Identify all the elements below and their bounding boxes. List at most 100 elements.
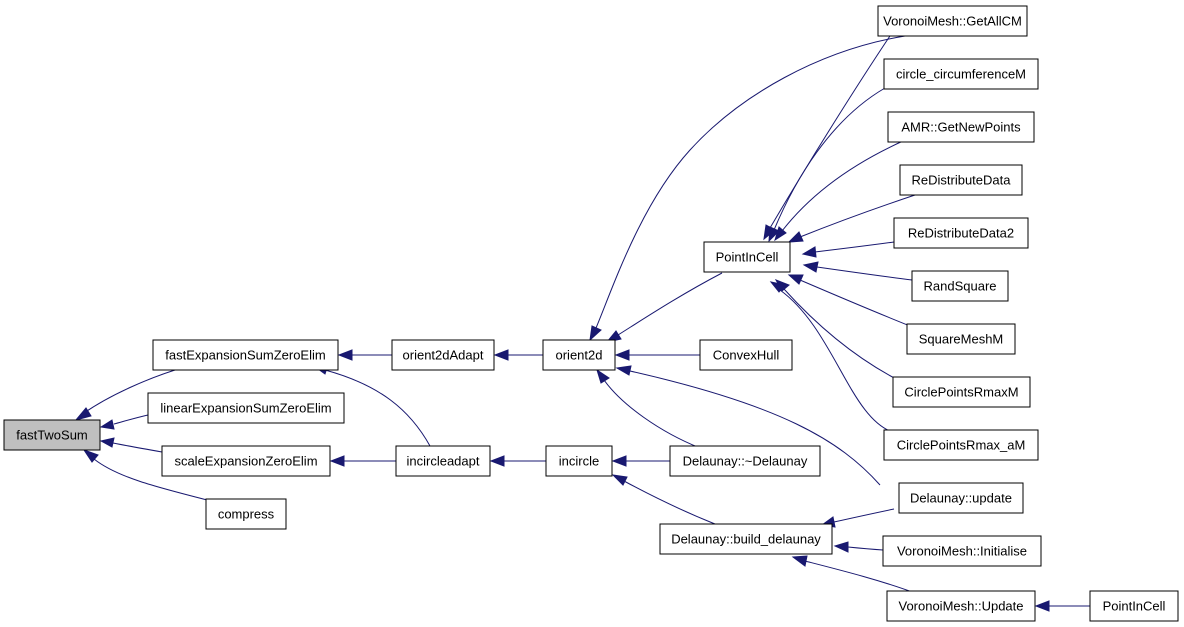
edge-VoronoiMesh_Initialise-to-Delaunay_build — [847, 546, 884, 551]
arrowhead — [489, 455, 505, 467]
node-fastTwoSum[interactable]: fastTwoSum — [3, 419, 101, 451]
node-ConvexHull[interactable]: ConvexHull — [699, 339, 793, 371]
node-compress[interactable]: compress — [205, 498, 287, 530]
arrowhead — [611, 474, 628, 486]
node-label: ReDistributeData2 — [908, 226, 1014, 241]
node-SquareMeshM[interactable]: SquareMeshM — [906, 323, 1016, 355]
node-orient2d[interactable]: orient2d — [542, 339, 616, 371]
node-CirclePointsRmax_aM[interactable]: CirclePointsRmax_aM — [883, 429, 1039, 461]
node-PointInCell-caller[interactable]: PointInCell — [1089, 590, 1179, 622]
node-AMR_GetNewPoints[interactable]: AMR::GetNewPoints — [887, 111, 1035, 143]
node-orient2dAdapt[interactable]: orient2dAdapt — [391, 339, 495, 371]
edge-Delaunay_dtor-to-orient2d — [603, 379, 701, 449]
arrowhead — [589, 325, 602, 342]
node-circle_circumferenceM[interactable]: circle_circumferenceM — [883, 58, 1039, 90]
call-graph-edges — [74, 20, 1090, 612]
edge-VoronoiMesh_Update-to-Delaunay_build — [804, 560, 916, 594]
edge-Delaunay_update-to-Delaunay_build — [833, 508, 895, 523]
edge-ReDistributeData2-to-PointInCell — [814, 241, 895, 253]
edge-ReDistributeData-to-PointInCell — [799, 194, 916, 238]
node-label: PointInCell — [716, 250, 779, 265]
arrowhead — [611, 455, 627, 467]
node-label: incircle — [559, 454, 599, 469]
edge-circle_circumferenceM-to-PointInCell — [773, 87, 886, 231]
node-label: ReDistributeData — [912, 173, 1012, 188]
arrowhead — [99, 419, 115, 430]
arrowhead — [596, 368, 610, 384]
node-label: Delaunay::build_delaunay — [671, 532, 821, 547]
node-Delaunay_dtor[interactable]: Delaunay::~Delaunay — [669, 445, 821, 477]
node-VoronoiMesh_Initialise[interactable]: VoronoiMesh::Initialise — [882, 535, 1042, 567]
edge-scaleExpansionZeroElim-to-fastTwoSum — [112, 442, 163, 453]
node-Delaunay_update[interactable]: Delaunay::update — [898, 482, 1024, 514]
edge-linearExpansionSumZeroElim-to-fastTwoSum — [113, 414, 149, 425]
call-graph-nodes: fastTwoSum fastExpansionSumZeroElim line… — [3, 5, 1179, 622]
node-label: incircleadapt — [407, 454, 480, 469]
node-label: Delaunay::~Delaunay — [683, 454, 808, 469]
node-CirclePointsRmaxM[interactable]: CirclePointsRmaxM — [892, 376, 1031, 408]
node-label: VoronoiMesh::Initialise — [897, 544, 1027, 559]
node-label: orient2d — [556, 348, 603, 363]
node-PointInCell[interactable]: PointInCell — [703, 241, 791, 273]
node-label: AMR::GetNewPoints — [901, 120, 1021, 135]
arrowhead — [802, 261, 819, 273]
arrowhead — [493, 349, 509, 361]
node-label: VoronoiMesh::GetAllCM — [883, 14, 1022, 29]
arrowhead — [337, 349, 353, 361]
arrowhead — [774, 226, 787, 242]
node-label: CirclePointsRmaxM — [904, 385, 1018, 400]
node-scaleExpansionZeroElim[interactable]: scaleExpansionZeroElim — [161, 445, 331, 477]
arrowhead — [1034, 600, 1050, 612]
node-label: orient2dAdapt — [403, 348, 484, 363]
edge-SquareMeshM-to-PointInCell — [799, 279, 911, 327]
edge-Delaunay_update-to-orient2d — [629, 370, 881, 486]
node-linearExpansionSumZeroElim[interactable]: linearExpansionSumZeroElim — [147, 392, 345, 424]
edge-AMR_GetNewPoints-to-PointInCell — [781, 140, 904, 232]
edge-Delaunay_build-to-incircle — [623, 480, 716, 525]
node-incircle[interactable]: incircle — [545, 445, 613, 477]
edge-VoronoiMesh_GetAllCM-to-orient2d — [595, 35, 906, 329]
node-label: fastExpansionSumZeroElim — [165, 348, 325, 363]
node-ReDistributeData[interactable]: ReDistributeData — [899, 164, 1023, 196]
arrowhead — [833, 541, 849, 553]
node-ReDistributeData2[interactable]: ReDistributeData2 — [893, 217, 1029, 249]
edge-VoronoiMesh_GetAllCM-to-PointInCell — [769, 20, 901, 229]
node-label: CirclePointsRmax_aM — [897, 438, 1026, 453]
node-label: RandSquare — [924, 279, 997, 294]
arrowhead — [769, 281, 786, 293]
edge-incircleadapt-to-fastExpansionSumZeroElim — [324, 369, 431, 447]
arrowhead — [99, 437, 115, 448]
node-label: circle_circumferenceM — [896, 67, 1026, 82]
edge-compress-to-fastTwoSum — [93, 458, 216, 503]
arrowhead — [801, 246, 817, 258]
node-VoronoiMesh_Update[interactable]: VoronoiMesh::Update — [886, 590, 1036, 622]
node-VoronoiMesh_GetAllCM[interactable]: VoronoiMesh::GetAllCM — [877, 5, 1028, 37]
node-label: ConvexHull — [713, 348, 780, 363]
node-RandSquare[interactable]: RandSquare — [911, 270, 1009, 302]
edge-CirclePointsRmax_aM-to-PointInCell — [779, 289, 896, 434]
arrowhead — [82, 449, 99, 463]
node-incircleadapt[interactable]: incircleadapt — [395, 445, 491, 477]
node-label: scaleExpansionZeroElim — [174, 454, 317, 469]
node-label: SquareMeshM — [919, 332, 1004, 347]
edge-PointInCell-to-orient2d — [617, 272, 723, 336]
edge-CirclePointsRmaxM-to-PointInCell — [783, 288, 899, 381]
node-label: PointInCell — [1103, 599, 1166, 614]
node-label: linearExpansionSumZeroElim — [160, 401, 331, 416]
arrowhead — [614, 349, 630, 361]
arrowhead — [329, 455, 345, 467]
node-fastExpansionSumZeroElim[interactable]: fastExpansionSumZeroElim — [152, 339, 339, 371]
arrowhead — [787, 274, 804, 285]
edge-RandSquare-to-PointInCell — [816, 266, 913, 281]
node-label: VoronoiMesh::Update — [898, 599, 1023, 614]
arrowhead — [615, 365, 632, 376]
arrowhead — [791, 555, 808, 567]
node-label: Delaunay::update — [910, 491, 1012, 506]
arrowhead — [787, 231, 804, 243]
node-label: fastTwoSum — [16, 428, 88, 443]
node-label: compress — [218, 507, 275, 522]
arrowhead — [768, 226, 780, 243]
arrowhead — [74, 407, 92, 421]
node-Delaunay_build[interactable]: Delaunay::build_delaunay — [659, 523, 833, 555]
